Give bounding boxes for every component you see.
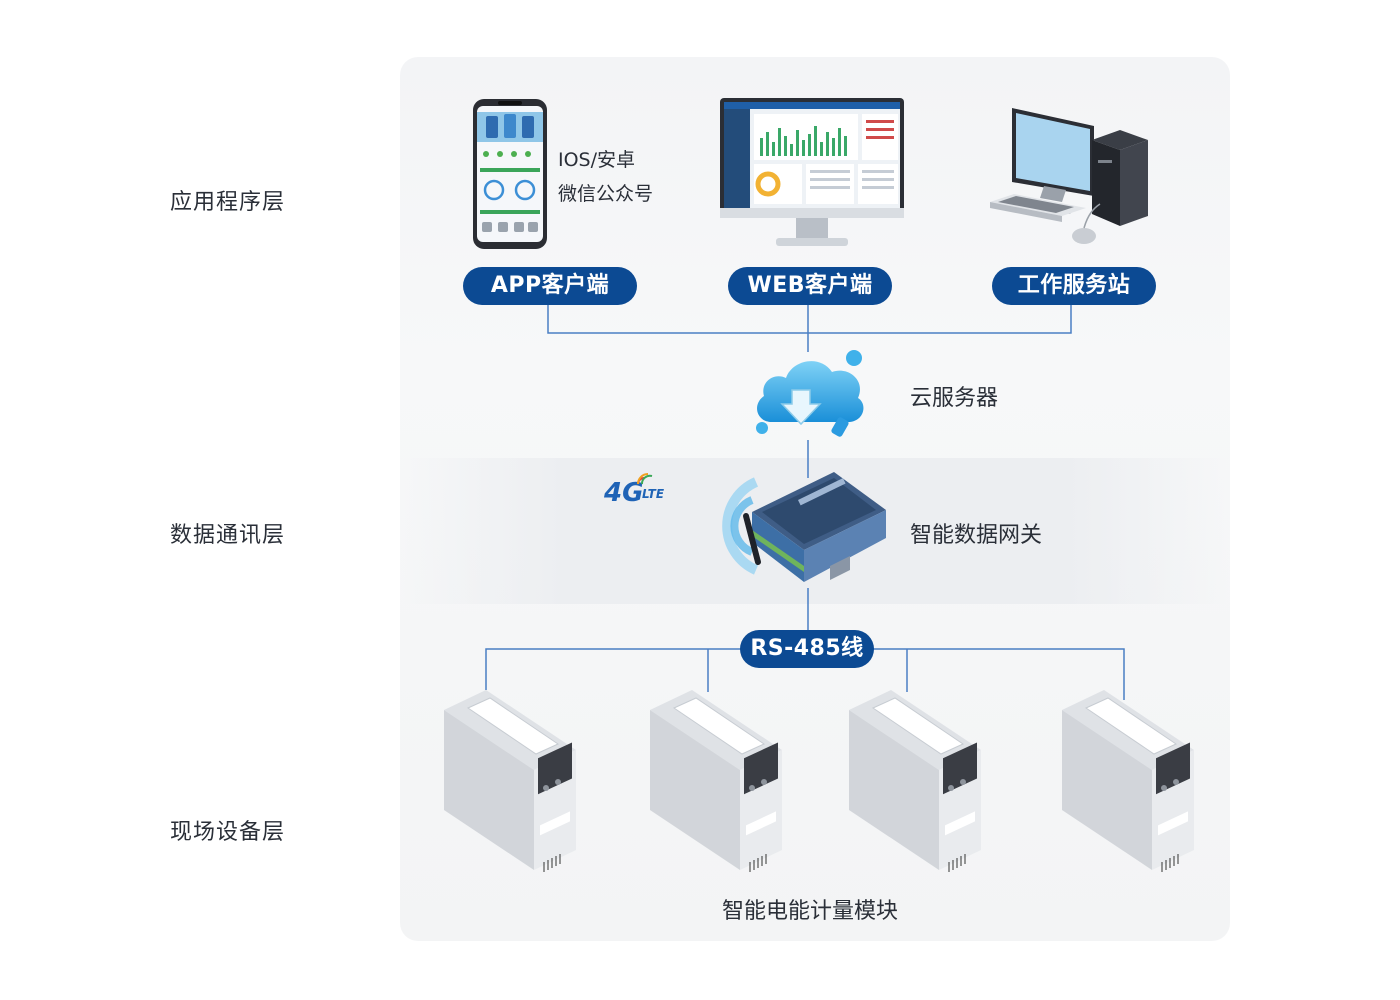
lte-badge: 4G LTE <box>604 473 684 514</box>
lte-badge-main: 4G <box>604 478 644 508</box>
cloud-label: 云服务器 <box>910 386 999 411</box>
workstation-pill: 工作服务站 <box>992 267 1156 305</box>
layer-label-application: 应用程序层 <box>170 190 286 215</box>
cloud-icon <box>756 350 864 437</box>
layer-label-communication: 数据通讯层 <box>170 523 286 548</box>
app-client-pill: APP客户端 <box>463 267 637 305</box>
app-platform-line2: 微信公众号 <box>558 183 654 205</box>
smartphone-icon <box>473 99 547 249</box>
wifi-signal-icon <box>722 477 759 575</box>
app-platform-line1: IOS/安卓 <box>558 149 636 171</box>
meter-module-icon <box>444 690 576 872</box>
lte-signal-icon <box>637 473 653 485</box>
meter-module-icon <box>1062 690 1194 872</box>
desktop-pc-icon <box>990 108 1148 244</box>
web-client-pill: WEB客户端 <box>728 267 892 305</box>
gateway-device-icon <box>743 472 886 582</box>
gateway-label: 智能数据网关 <box>910 523 1043 548</box>
monitor-icon <box>720 98 904 246</box>
layer-label-field: 现场设备层 <box>170 820 286 845</box>
meter-module-icon <box>650 690 782 872</box>
meter-module-icon <box>849 690 981 872</box>
modules-label: 智能电能计量模块 <box>722 899 899 924</box>
lte-badge-sub: LTE <box>642 487 665 501</box>
rs485-pill: RS-485线 <box>740 630 874 668</box>
